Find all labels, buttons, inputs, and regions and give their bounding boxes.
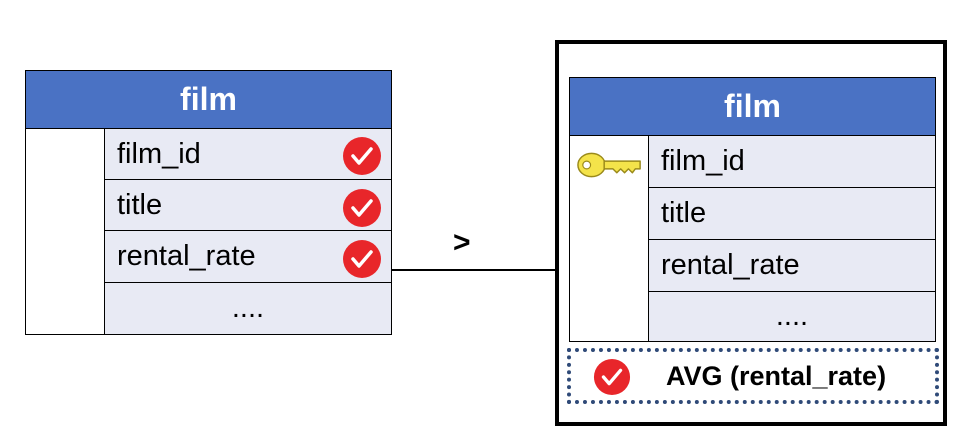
source-row-more: .... <box>105 283 391 334</box>
result-table-header: film <box>570 78 935 136</box>
result-table: film film_id title rental_rate .... <box>569 77 936 342</box>
result-row-film-id: film_id <box>649 136 935 188</box>
result-frame: film film_id title rental_rate .... AVG … <box>555 40 947 426</box>
check-circle-icon <box>343 189 381 227</box>
source-table: film film_id title rental_rate .... <box>25 70 392 335</box>
source-key-column <box>26 129 105 334</box>
result-more-label: .... <box>775 300 809 332</box>
aggregate-box: AVG (rental_rate) <box>567 348 939 404</box>
source-more-label: .... <box>231 292 265 324</box>
result-column-label: title <box>661 197 707 229</box>
check-circle-icon <box>343 240 381 278</box>
result-row-more: .... <box>649 292 935 341</box>
connector-line <box>392 269 557 271</box>
result-table-name: film <box>724 88 781 124</box>
source-row-rental-rate: rental_rate <box>105 231 391 283</box>
aggregate-label: AVG (rental_rate) <box>666 360 887 391</box>
source-column-label: title <box>117 188 163 221</box>
key-icon <box>577 152 641 178</box>
check-circle-icon <box>593 358 631 396</box>
result-row-title: title <box>649 188 935 240</box>
source-table-header: film <box>26 71 391 129</box>
source-table-name: film <box>180 81 237 117</box>
result-column-label: film_id <box>661 145 745 177</box>
result-column-label: rental_rate <box>661 249 800 281</box>
connector-label: > <box>453 226 471 259</box>
source-column-label: rental_rate <box>117 240 256 272</box>
source-column-label: film_id <box>117 137 201 170</box>
check-circle-icon <box>343 137 381 175</box>
result-row-rental-rate: rental_rate <box>649 240 935 292</box>
